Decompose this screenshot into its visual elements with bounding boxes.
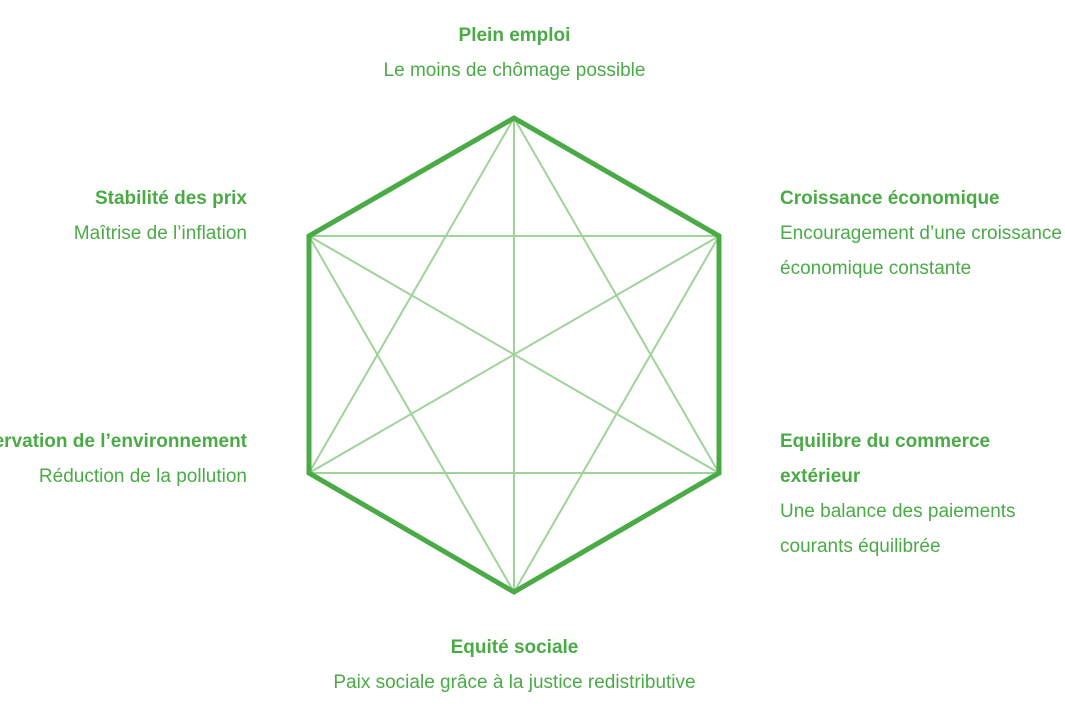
hexagon-diagonal-3-5: [308, 235, 515, 593]
goal-title: Stabilité des prix: [94, 188, 247, 209]
goal-description: Le moins de chômage possible: [383, 60, 646, 81]
hexagon-outline: [306, 115, 722, 595]
goal-title: Croissance économique: [780, 188, 1000, 209]
goal-description: Paix sociale grâce à la justice redistri…: [333, 672, 696, 693]
goal-title: Préservation de l’environnement: [0, 431, 247, 452]
goal-description: Une balance des paiements courants équil…: [780, 501, 1016, 557]
hexagon-diagonal-2-5: [308, 235, 720, 474]
goal-preservation-environnement: Préservation de l’environnement Réductio…: [0, 424, 247, 494]
goal-stabilite-des-prix: Stabilité des prix Maîtrise de l’inflati…: [74, 181, 247, 251]
goal-title: Equilibre du commerce extérieur: [780, 431, 991, 487]
goal-title: Equité sociale: [450, 637, 579, 658]
goal-equite-sociale: Equité sociale Paix sociale grâce à la j…: [282, 630, 747, 700]
goal-equilibre-commerce-exterieur: Equilibre du commerce extérieur Une bala…: [780, 424, 1065, 564]
goal-description: Maîtrise de l’inflation: [73, 223, 247, 244]
goal-title: Plein emploi: [458, 25, 571, 46]
goal-description: Réduction de la pollution: [38, 466, 247, 487]
goal-plein-emploi: Plein emploi Le moins de chômage possibl…: [332, 18, 697, 88]
goal-description: Encouragement d’une croissance économiqu…: [780, 223, 1063, 279]
goal-croissance-economique: Croissance économique Encouragement d’un…: [780, 181, 1065, 286]
hexagon-inner-lines: [308, 117, 720, 593]
